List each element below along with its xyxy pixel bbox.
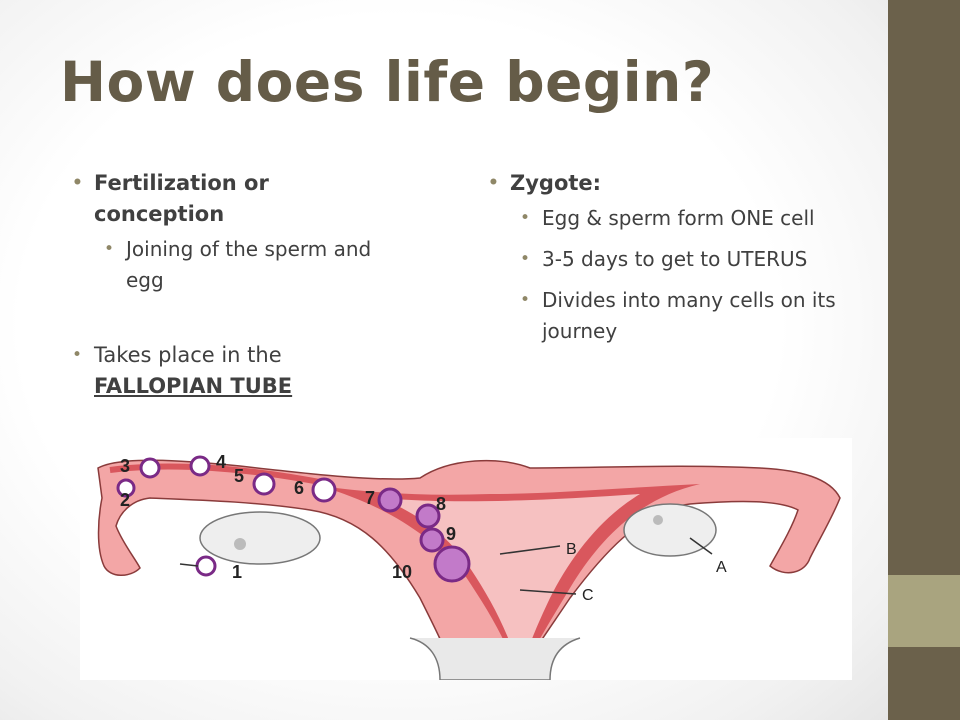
sub-bullet-zygote-3: Divides into many cells on its journey <box>520 285 838 347</box>
stage-label-8: 8 <box>436 494 446 514</box>
cell-stage-10 <box>433 545 471 583</box>
stage-label-6: 6 <box>294 478 304 498</box>
cell-stage-4 <box>189 455 211 477</box>
sub-bullet-zygote-1: Egg & sperm form ONE cell <box>520 203 838 234</box>
slide-title: How does life begin? <box>60 50 715 114</box>
cell-stage-1 <box>195 555 217 577</box>
left-column: Fertilization or conception Joining of t… <box>72 168 392 406</box>
sidebar-accent-block <box>888 575 960 647</box>
stage-label-10: 10 <box>392 562 412 582</box>
bullet-location: Takes place in the FALLOPIAN TUBE <box>72 340 392 402</box>
fallopian-tube-channel <box>109 463 331 487</box>
part-label-a: A <box>716 559 727 576</box>
cell-stage-3 <box>139 457 161 479</box>
part-label-b: B <box>566 541 577 558</box>
cell-stage-5 <box>252 472 276 496</box>
uterine-cavity <box>380 494 640 660</box>
cell-stage-9 <box>419 527 445 553</box>
right-column: Zygote: Egg & sperm form ONE cell 3-5 da… <box>488 168 838 357</box>
location-prefix: Takes place in the <box>94 343 282 367</box>
ovary-right <box>623 503 717 557</box>
stage-label-7: 7 <box>365 488 375 508</box>
stage-label-1: 1 <box>232 562 242 582</box>
ovary-left <box>199 511 321 565</box>
stage-label-4: 4 <box>216 452 226 472</box>
stage-label-2: 2 <box>120 490 130 510</box>
cell-stage-2 <box>116 478 136 498</box>
stage-label-5: 5 <box>234 466 244 486</box>
cell-stage-8 <box>415 503 441 529</box>
cell-stage-7 <box>377 487 403 513</box>
bullet-zygote: Zygote: <box>488 168 838 199</box>
uterus-diagram: 1 2 3 4 5 6 7 8 9 10 A B C <box>80 438 852 680</box>
stage-label-9: 9 <box>446 524 456 544</box>
cervix <box>409 637 581 680</box>
bullet-fertilization: Fertilization or conception <box>72 168 392 230</box>
fallopian-tube-emphasis: FALLOPIAN TUBE <box>94 374 293 398</box>
sub-bullet-zygote-2: 3-5 days to get to UTERUS <box>520 244 838 275</box>
cell-stage-6 <box>311 477 337 503</box>
sub-bullet-joining: Joining of the sperm and egg <box>104 234 392 296</box>
cell-stages <box>116 455 471 583</box>
part-label-c: C <box>582 587 594 604</box>
stage-label-3: 3 <box>120 456 130 476</box>
